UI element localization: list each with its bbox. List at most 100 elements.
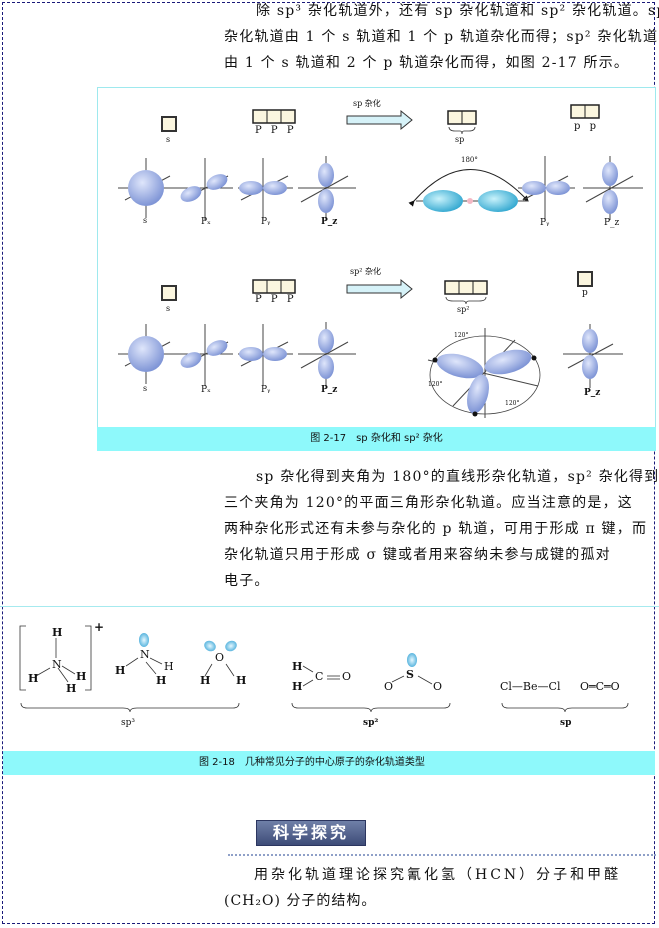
atom-h: H	[292, 660, 303, 673]
atom-n: N	[140, 648, 150, 661]
science-inquiry-text: 用杂化轨道理论探究氰化氢（HCN）分子和甲醛 (CH₂O) 分子的结构。	[224, 862, 621, 914]
p-orbital-boxes	[252, 109, 296, 124]
s-orbital-box	[161, 116, 177, 132]
sp2-group-label: sp²	[363, 718, 379, 728]
body-paragraph: sp 杂化得到夹角为 180°的直线形杂化轨道，sp² 杂化得到 三个夹角为 1…	[224, 464, 659, 594]
atom-h: H	[115, 664, 126, 677]
atom-h: H	[76, 670, 87, 683]
s-orbital-label: s	[143, 216, 148, 225]
py-orbital-label-2: Pᵧ	[261, 385, 271, 395]
remaining-p-labels: p p	[574, 121, 599, 132]
s-orbital-box-2	[161, 285, 177, 301]
atom-o: O	[215, 651, 225, 664]
remaining-py-label: Pᵧ	[540, 218, 550, 228]
sp-arrow	[346, 109, 413, 131]
body-line-5: 电子。	[224, 573, 270, 589]
figure-2-18-labels: H N H H H + N H H H O H H H H C O S O O …	[0, 606, 659, 751]
remaining-py-orbital	[518, 156, 575, 220]
atom-h: H	[66, 682, 77, 695]
body-line-1: sp 杂化得到夹角为 180°的直线形杂化轨道，sp² 杂化得到	[256, 469, 659, 485]
atom-h: H	[200, 674, 211, 687]
px-orbital-label: Pₓ	[201, 217, 211, 227]
intro-line-3: 由 1 个 s 轨道和 2 个 p 轨道杂化而得，如图 2-17 所示。	[224, 55, 630, 71]
angle-120-label-1: 120°	[454, 332, 469, 339]
intro-line-2: 杂化轨道由 1 个 s 轨道和 1 个 p 轨道杂化而得；sp² 杂化轨道	[224, 29, 659, 45]
p-box-labels-2: P P P	[255, 294, 297, 305]
sp-hybrid-boxes	[447, 110, 477, 135]
right-bracket	[85, 625, 92, 691]
s-box-label-2: s	[166, 304, 171, 313]
figure-2-18-caption: 图 2-18 几种常见分子的中心原子的杂化轨道类型	[3, 751, 655, 775]
pz-orbital-2	[298, 322, 356, 386]
sp2-arrow-label: sp² 杂化	[350, 267, 381, 276]
angle-120-label-3: 120°	[505, 400, 520, 407]
angle-120-label-2: 120°	[428, 381, 443, 388]
px-orbital-label-2: Pₓ	[201, 385, 211, 395]
figure-2-18	[19, 625, 629, 713]
sp3-group-label: sp³	[121, 718, 135, 728]
remaining-p-label-2: p	[582, 288, 588, 298]
remaining-p-box-2	[577, 271, 593, 287]
body-line-4: 杂化轨道只用于形成 σ 键或者用来容纳未参与成键的孤对	[224, 547, 611, 563]
remaining-pz-orbital-2	[563, 324, 623, 388]
py-orbital-label: Pᵧ	[261, 217, 271, 227]
figure-2-17-caption: 图 2-17 sp 杂化和 sp² 杂化	[97, 427, 656, 451]
s-orbital-label-2: s	[143, 384, 148, 393]
atom-c: C	[315, 670, 324, 683]
figure-2-18-caption-text: 图 2-18 几种常见分子的中心原子的杂化轨道类型	[199, 757, 425, 768]
sp2-hybrid-boxes	[444, 280, 488, 305]
lone-pair-h2o-1	[204, 640, 216, 652]
orbital-diagram	[118, 104, 643, 418]
remaining-pz-orbital	[583, 156, 643, 220]
atom-h: H	[164, 660, 174, 673]
p-box-labels: P P P	[255, 125, 297, 136]
px-orbital-2	[178, 324, 233, 386]
figure-2-18-top-border	[0, 606, 659, 607]
intro-line-1: 除 sp³ 杂化轨道外，还有 sp 杂化轨道和 sp² 杂化轨道。sp	[256, 3, 659, 19]
left-bracket	[19, 625, 26, 691]
pz-orbital	[298, 156, 356, 220]
inquiry-line-1: 用杂化轨道理论探究氰化氢（HCN）分子和甲醛	[254, 867, 622, 883]
s-orbital-2	[118, 324, 178, 384]
atom-h: H	[156, 674, 167, 687]
pz-orbital-label: P_z	[321, 217, 338, 227]
body-line-2: 三个夹角为 120°的平面三角形杂化轨道。应当注意的是，这	[224, 495, 633, 511]
dotted-divider	[228, 854, 656, 858]
sp-group-label: sp	[560, 718, 572, 728]
atom-h: H	[236, 674, 247, 687]
p-orbital-boxes-2	[252, 279, 296, 294]
becl2-formula: Cl—Be—Cl	[500, 680, 561, 693]
atom-o: O	[433, 680, 443, 693]
atom-n: N	[52, 658, 62, 671]
atom-h: H	[292, 680, 303, 693]
s-box-label: s	[166, 135, 171, 144]
angle-180-label: 180°	[461, 156, 478, 164]
sp-box-label: sp	[455, 135, 465, 144]
science-inquiry-badge: 科学探究	[256, 820, 366, 846]
sp2-hybrid-orbital	[427, 328, 541, 418]
lone-pair-nh3	[139, 633, 149, 647]
remaining-pz-label: P_z	[604, 218, 620, 228]
figure-2-17: s P P P sp 杂化 sp p p 180° s Pₓ Pᵧ P_z Pᵧ…	[97, 87, 656, 450]
sp-hybrid-orbital	[408, 169, 529, 212]
atom-o: O	[384, 680, 394, 693]
atom-h: H	[28, 672, 39, 685]
remaining-p-boxes	[570, 104, 600, 119]
py-orbital	[238, 158, 293, 220]
atom-o: O	[342, 670, 352, 683]
atom-s: S	[406, 668, 414, 681]
sp2-box-label: sp²	[457, 305, 470, 314]
lone-pair-so2	[407, 653, 417, 667]
inquiry-line-2: (CH₂O) 分子的结构。	[224, 893, 377, 909]
atom-h: H	[52, 626, 63, 639]
sp-arrow-label: sp 杂化	[353, 99, 381, 108]
pz-orbital-label-2: P_z	[321, 385, 338, 395]
charge-plus: +	[94, 620, 105, 634]
py-orbital-2	[238, 324, 293, 386]
sp2-arrow	[346, 278, 413, 300]
px-orbital	[178, 158, 233, 220]
remaining-pz-label-2: P_z	[584, 388, 601, 398]
lone-pair-h2o-2	[225, 640, 237, 652]
intro-paragraph: 除 sp³ 杂化轨道外，还有 sp 杂化轨道和 sp² 杂化轨道。sp 杂化轨道…	[224, 0, 659, 76]
